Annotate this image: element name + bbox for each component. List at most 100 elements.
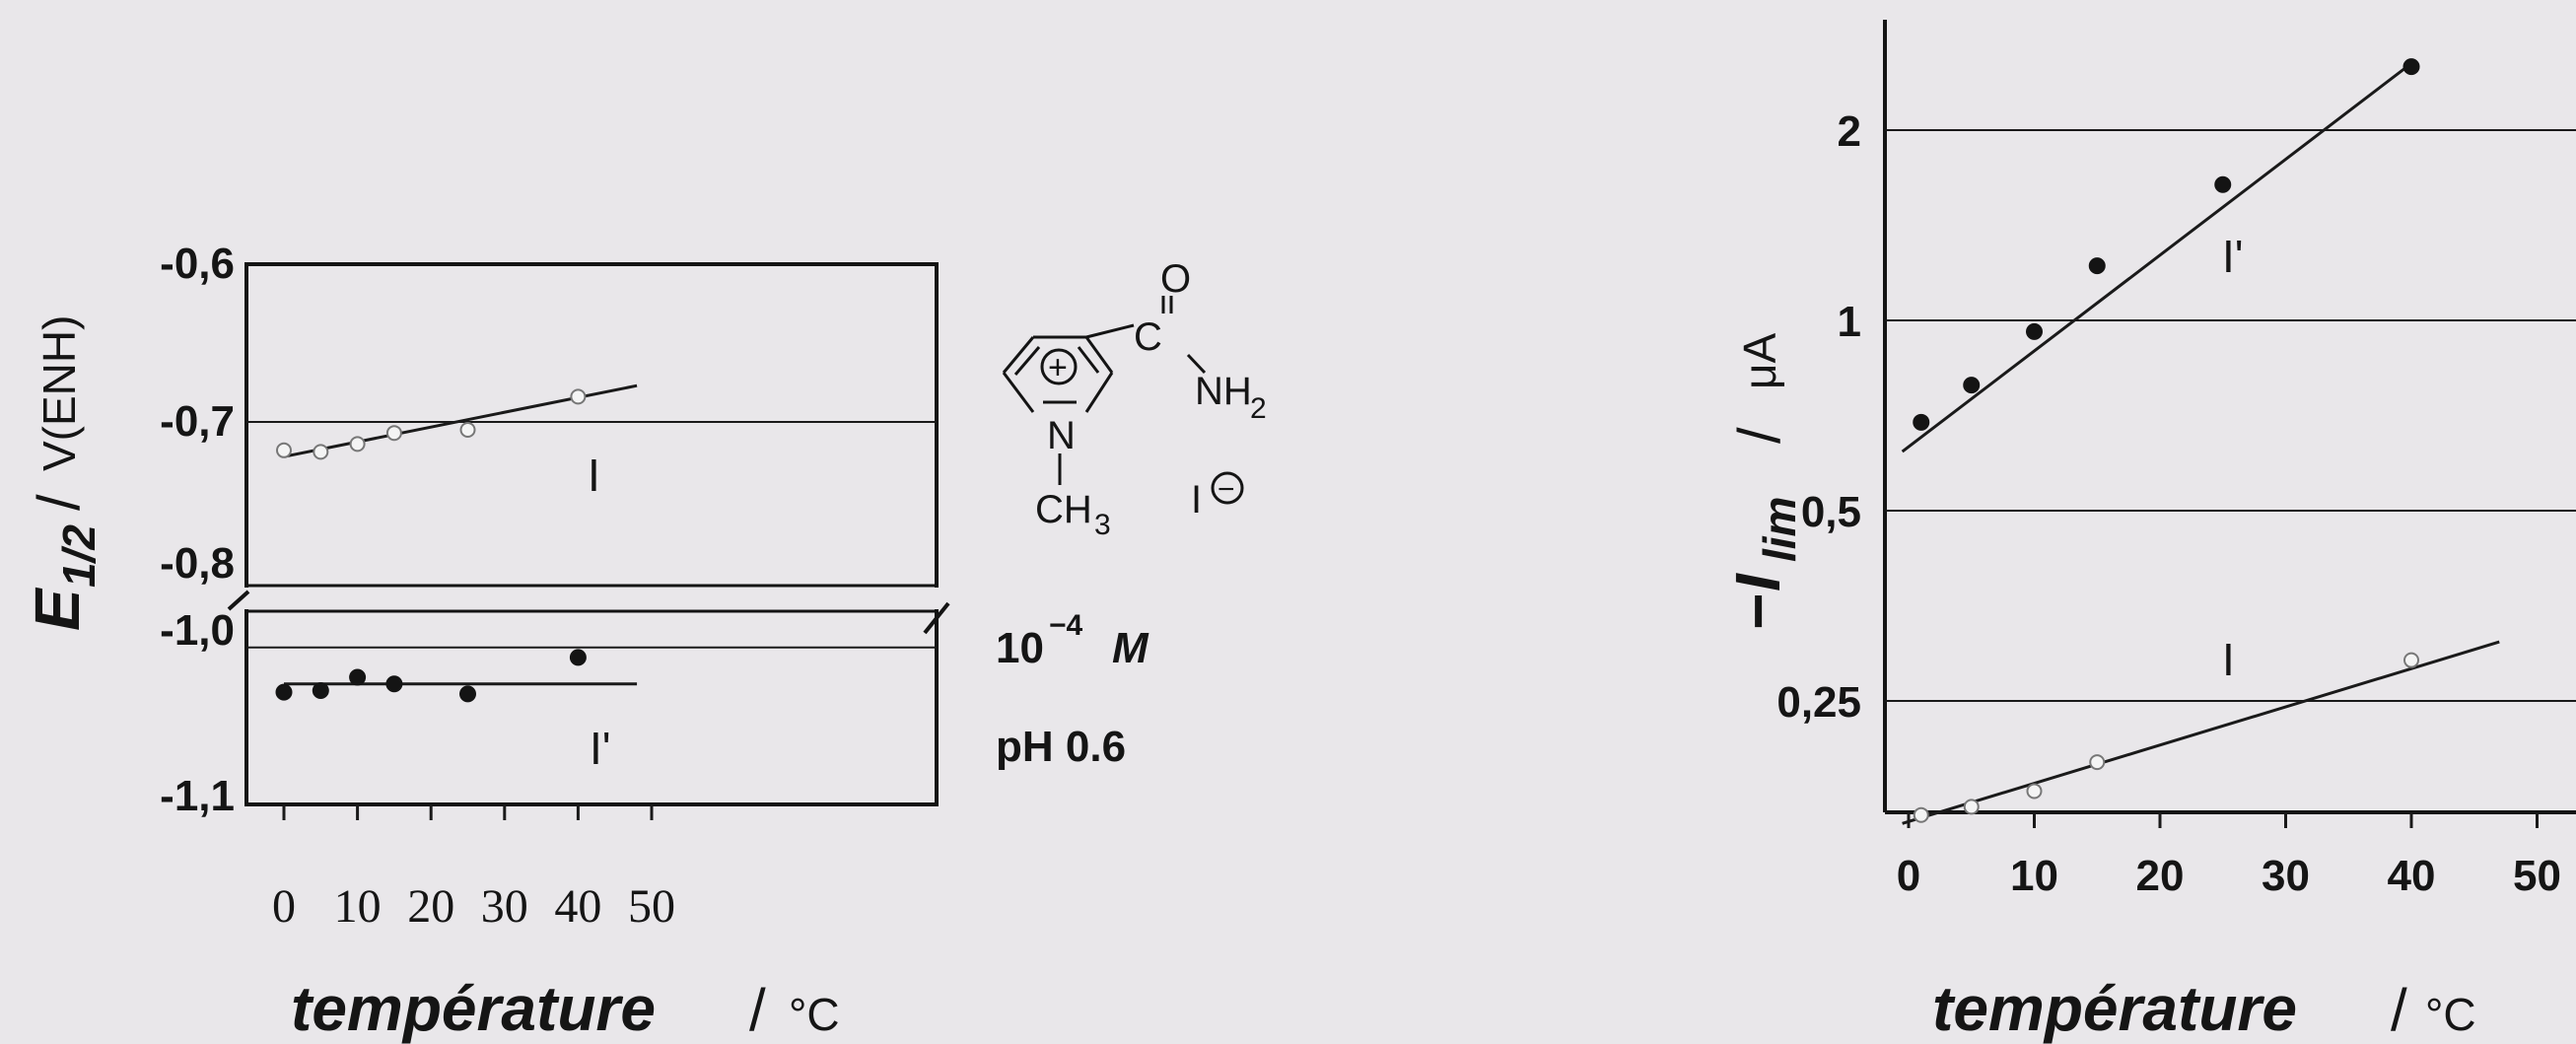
left-y-tick-0-7: -0,7: [160, 397, 235, 446]
right-point-i-3: [2089, 754, 2106, 771]
left-data-points: [275, 388, 587, 703]
concentration-value: 10: [996, 624, 1044, 672]
right-point-i-1: [1963, 799, 1980, 815]
left-point-i-1: [313, 444, 329, 460]
left-point-i-4: [459, 685, 476, 703]
right-x-tick-40: 40: [2388, 852, 2436, 900]
left-x-slash: /: [749, 977, 766, 1043]
left-point-i-5: [569, 649, 587, 666]
left-point-i-0: [276, 442, 292, 458]
left-y-unit: V(ENH): [34, 315, 85, 471]
right-curve-label-i: I': [2222, 231, 2244, 282]
carbonyl-oxygen: O: [1160, 257, 1191, 301]
right-fit-line-i: [1901, 62, 2412, 453]
left-x-tick-30: 30: [481, 880, 528, 933]
right-point-i-2: [2026, 322, 2043, 340]
left-x-tick-50: 50: [628, 880, 675, 933]
right-x-ticks: 0 10 20 30 40 50: [1897, 812, 2561, 900]
left-x-tick-10: 10: [334, 880, 382, 933]
left-y-tick-1-0: -1,0: [160, 606, 235, 655]
right-data-points: [1913, 58, 2420, 823]
left-y-title-main: E: [22, 587, 93, 631]
right-x-tick-20: 20: [2136, 852, 2185, 900]
right-x-slash: /: [2391, 977, 2407, 1043]
left-point-i-1: [312, 681, 329, 699]
right-y-title-main: I: [1722, 573, 1793, 592]
right-y-title-minus: −: [1722, 594, 1793, 631]
axis-break-mark-right: [923, 601, 950, 635]
left-y-title-sub: 1/2: [53, 524, 104, 588]
right-point-i-1: [1963, 377, 1981, 394]
left-point-i-3: [385, 675, 403, 693]
left-point-i-2: [349, 436, 366, 452]
right-y-ticks: 0,25 0,5 1 2: [1776, 107, 1861, 727]
left-x-tick-20: 20: [407, 880, 454, 933]
left-point-i-0: [275, 683, 293, 701]
right-point-i-3: [2088, 257, 2106, 275]
right-x-title: température: [1932, 973, 2297, 1044]
left-y-tick-0-8: -0,8: [160, 539, 235, 588]
right-gridlines: [1885, 129, 2576, 702]
negative-charge-circle: [1211, 471, 1244, 505]
carboxamide-carbon: C: [1134, 315, 1162, 359]
left-x-ticks: 0 10 20 30 40 50: [272, 804, 675, 933]
left-y-axis-title: E 1/2 / V(ENH): [22, 315, 104, 631]
right-x-tick-0: 0: [1897, 852, 1920, 900]
left-y-tick-1-1: -1,1: [160, 772, 235, 820]
right-fit-lines: [1901, 62, 2500, 825]
right-y-slash: /: [1726, 427, 1792, 444]
right-curve-labels: I' I: [2222, 231, 2244, 685]
right-point-i-4: [2403, 652, 2419, 668]
axis-break-gap: [241, 588, 942, 609]
left-x-tick-40: 40: [554, 880, 601, 933]
ph-value: pH 0.6: [996, 723, 1126, 771]
iodide-counterion: I: [1191, 478, 1202, 522]
amide-subscript: 2: [1250, 392, 1267, 425]
left-curve-label-i: I': [590, 723, 611, 774]
right-point-i-4: [2214, 175, 2232, 193]
positive-charge: +: [1048, 349, 1068, 386]
right-point-i-0: [1913, 413, 1930, 431]
left-point-i-5: [570, 388, 587, 405]
right-point-i-5: [2402, 58, 2420, 76]
left-curve-labels: I I': [588, 450, 611, 774]
right-y-title-sub: lim: [1754, 497, 1805, 562]
methyl-group: CH: [1035, 488, 1092, 531]
negative-charge: −: [1218, 473, 1235, 506]
right-x-unit: °C: [2425, 989, 2476, 1040]
left-plot-frame: [244, 262, 939, 806]
left-y-ticks: -0,6 -0,7 -0,8 -1,0 -1,1: [160, 240, 235, 820]
axis-break-mark-left: [227, 590, 250, 611]
left-point-i-4: [459, 422, 476, 438]
left-point-i-3: [385, 425, 402, 442]
concentration-unit: M: [1112, 624, 1149, 672]
right-curve-label-i: I: [2222, 634, 2235, 685]
right-y-tick-0-5: 0,5: [1801, 488, 1861, 536]
concentration-exponent: −4: [1049, 609, 1083, 642]
right-y-tick-2: 2: [1838, 107, 1861, 156]
left-x-title: température: [291, 973, 656, 1044]
left-x-tick-0: 0: [272, 880, 296, 933]
right-y-tick-1: 1: [1838, 298, 1861, 346]
right-x-tick-10: 10: [2010, 852, 2058, 900]
right-y-tick-0-25: 0,25: [1776, 678, 1861, 727]
left-x-unit: °C: [789, 989, 840, 1040]
right-chart-ilim-vs-temperature: 0,25 0,5 1 2 0 10 20 30 40 50 I' I − I lim / μA t…: [1722, 20, 2576, 1044]
right-point-i-2: [2026, 783, 2043, 800]
right-x-tick-50: 50: [2513, 852, 2561, 900]
amide-group: NH: [1195, 370, 1252, 413]
left-y-tick-0-6: -0,6: [160, 240, 235, 288]
right-y-axis-title: − I lim / μA: [1722, 332, 1805, 631]
left-gridlines: [246, 421, 937, 649]
experimental-conditions: 10 −4 M pH 0.6: [996, 609, 1149, 771]
left-curve-label-i: I: [588, 450, 600, 501]
methyl-subscript: 3: [1094, 509, 1111, 541]
left-y-slash: /: [26, 494, 92, 511]
right-fit-line-i: [1902, 640, 2500, 825]
right-y-unit: μA: [1734, 332, 1785, 389]
n-methylnicotinamide-iodide-structure: O C NH 2 N + CH 3 I −: [1002, 257, 1267, 541]
left-point-i-2: [349, 668, 367, 686]
right-x-tick-30: 30: [2262, 852, 2310, 900]
right-point-i-0: [1913, 806, 1929, 823]
